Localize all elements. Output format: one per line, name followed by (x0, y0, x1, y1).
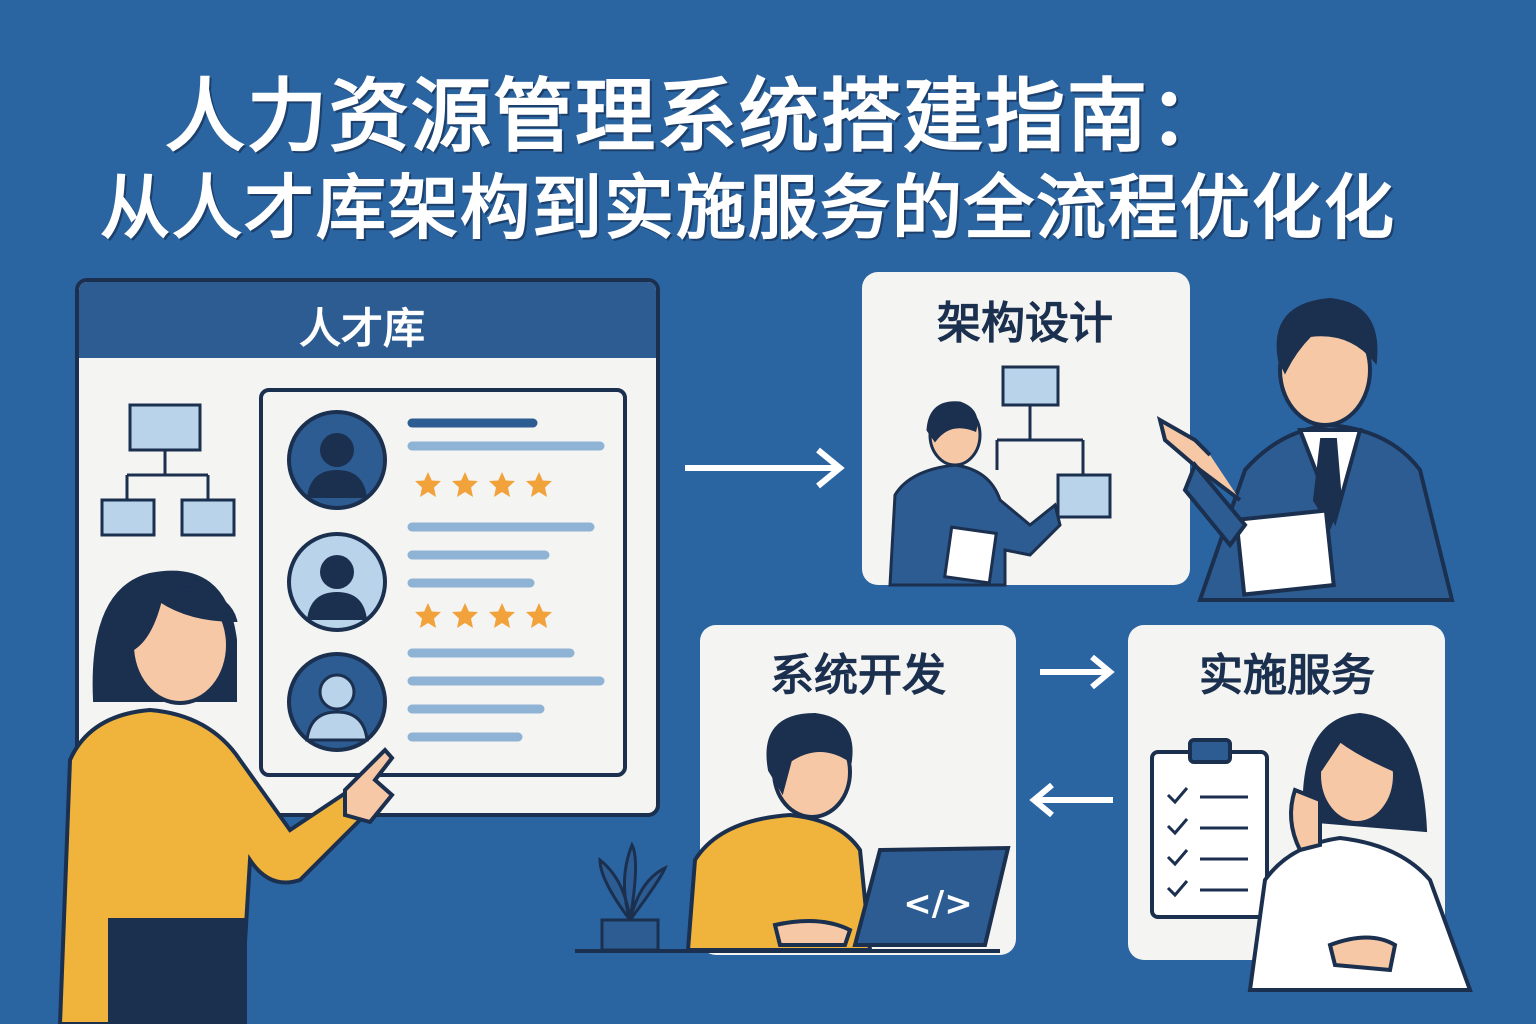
candidate-row[interactable] (287, 648, 605, 752)
talent-pool-title: 人才库 (299, 304, 425, 353)
step-card-development: 系统开发 </> (575, 625, 1016, 955)
step-label: 实施服务 (1199, 650, 1375, 701)
businessman (1156, 297, 1455, 602)
arrow-right-icon (685, 447, 845, 489)
plant-icon (598, 841, 668, 952)
laptop (852, 845, 1011, 947)
user-avatar-icon (287, 410, 387, 510)
candidate-list (287, 410, 605, 752)
candidate-row[interactable] (287, 410, 605, 510)
step-label: 系统开发 (770, 650, 946, 701)
man-presenting (888, 401, 1062, 587)
step-card-architecture: 架构设计 (862, 272, 1190, 587)
talent-pool-header (79, 282, 656, 358)
developer: </> (685, 712, 1011, 952)
arrow-right-icon (1040, 654, 1115, 690)
candidate-row[interactable] (287, 522, 595, 632)
org-chart-icon (100, 403, 236, 537)
user-avatar-icon (287, 652, 387, 752)
talent-pool-card: 人才库 (75, 278, 660, 817)
woman-presenter (57, 570, 395, 1024)
title-line-2: 从人才库架构到实施服务的全流程优化化 (100, 167, 1396, 249)
woman-on-phone (1247, 712, 1473, 992)
user-avatar-icon (287, 532, 387, 632)
title-line-1: 人力资源管理系统搭建指南： (165, 70, 1231, 163)
step-label: 架构设计 (937, 298, 1113, 349)
step-card-implementation: 实施服务 (1128, 625, 1473, 992)
arrow-left-icon (1029, 782, 1113, 818)
clipboard-checklist-icon (1150, 738, 1269, 919)
diagram-icon (995, 365, 1112, 519)
code-icon: </> (903, 884, 972, 924)
